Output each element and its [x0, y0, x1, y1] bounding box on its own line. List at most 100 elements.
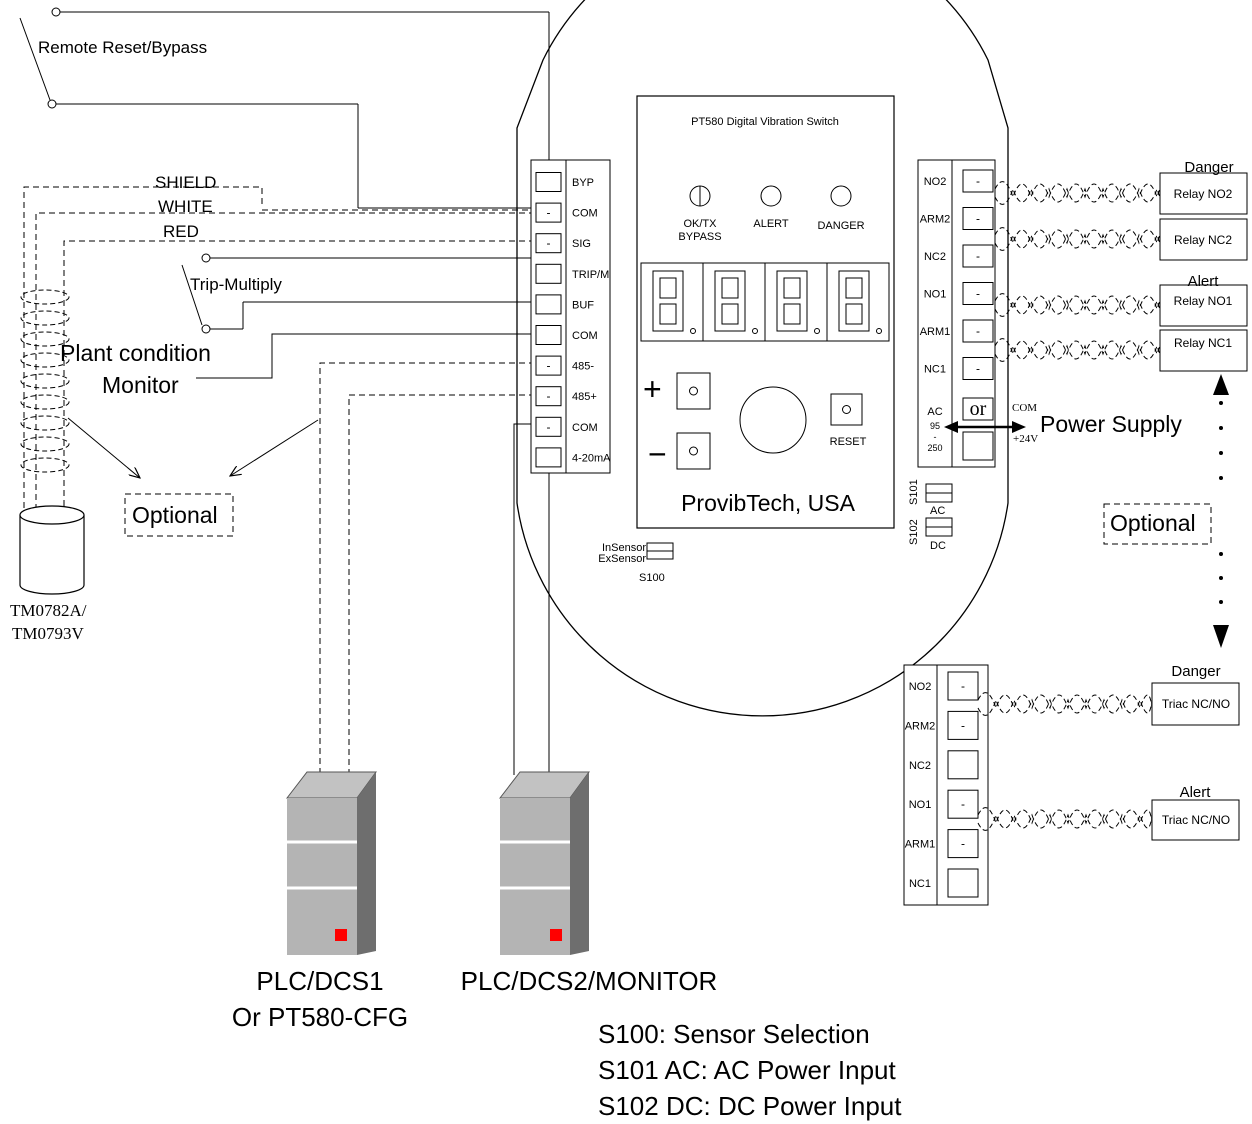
left-terminal-byp-0[interactable] — [535, 172, 562, 192]
plus-sign: + — [643, 371, 662, 407]
digit-outline — [652, 270, 684, 332]
triac-terminal-mark: - — [961, 718, 965, 732]
connector-dot — [1219, 600, 1223, 604]
right-terminal-no2-0[interactable] — [962, 169, 994, 193]
ac-range-bottom: 250 — [927, 443, 942, 453]
optional-right-label: Optional — [1110, 510, 1196, 536]
right-terminal-label: ARM2 — [920, 214, 951, 226]
relay-no2-label: Relay NO2 — [1174, 187, 1233, 201]
digit-hole-top — [721, 277, 739, 299]
decrement-button[interactable] — [676, 432, 711, 470]
digit-2 — [702, 262, 766, 342]
right-terminal-nc2-2[interactable] — [962, 244, 994, 268]
triac-terminal-arm1-4[interactable] — [947, 829, 979, 859]
reset-button-dot — [842, 405, 851, 414]
triac-terminal-mark: - — [961, 797, 965, 811]
relay-no1-cable — [994, 299, 1163, 317]
digit-hole-top — [659, 277, 677, 299]
triac-terminal-arm2-1[interactable] — [947, 710, 979, 740]
left-terminals: BYP-COM-SIGTRIP/MBUFCOM-485--485+-COM4-2… — [535, 172, 611, 468]
connector-dot — [1219, 401, 1223, 405]
triac-terminal-nc2-2[interactable] — [947, 750, 979, 780]
s100-switch[interactable] — [646, 542, 674, 560]
danger-led — [830, 185, 852, 207]
relay-danger-heading: Danger — [1184, 159, 1233, 176]
triac-boxes — [1151, 682, 1240, 841]
left-terminal-sig-2[interactable] — [535, 233, 562, 254]
left-terminal-mark: - — [547, 236, 551, 250]
sensor-cable — [23, 186, 535, 508]
power-terminal-top[interactable] — [962, 397, 994, 421]
reset-button[interactable] — [830, 393, 863, 426]
left-terminal-label: COM — [572, 208, 598, 220]
panel-title: PT580 Digital Vibration Switch — [691, 116, 839, 128]
s101-switch[interactable] — [925, 483, 953, 503]
s102-switch[interactable] — [925, 517, 953, 537]
connector-dot — [1219, 576, 1223, 580]
right-terminal-nc1-5[interactable] — [962, 357, 994, 380]
trip-multiply-wiring — [181, 253, 535, 334]
left-terminal-com-8[interactable] — [535, 416, 562, 437]
triac-terminal-nc1-5[interactable] — [947, 868, 979, 898]
relay-nc1-cable — [994, 344, 1163, 362]
relay-nc1-label: Relay NC1 — [1174, 336, 1232, 350]
left-terminal-buf-4[interactable] — [535, 294, 562, 315]
right-terminal-no1-3[interactable] — [962, 282, 994, 305]
adjust-knob[interactable] — [739, 386, 807, 454]
increment-button[interactable] — [676, 372, 711, 410]
power-terminal-bottom[interactable] — [962, 431, 994, 461]
right-terminal-label: NO2 — [924, 176, 947, 188]
right-terminal-mark: - — [976, 324, 980, 338]
triac-alert-cable — [977, 813, 1153, 831]
left-terminal-label: BYP — [572, 177, 594, 189]
ok-tx-led — [689, 185, 711, 207]
triac-terminal-no2-0[interactable] — [947, 671, 979, 701]
red-label: RED — [163, 222, 199, 241]
alert-led — [760, 185, 782, 207]
left-terminal-com-5[interactable] — [535, 325, 562, 345]
alert-led-label: ALERT — [753, 218, 789, 230]
digit-outline — [838, 270, 870, 332]
relay-nc2-cable — [994, 227, 1163, 245]
left-terminal-label: 485- — [572, 361, 594, 373]
minus-sign: − — [648, 436, 667, 472]
digit-hole-bottom — [659, 303, 677, 325]
left-terminal-com-1[interactable] — [535, 202, 562, 223]
relay-nc1-cable — [994, 338, 1163, 356]
digit-outline — [714, 270, 746, 332]
brand-label: ProvibTech, USA — [681, 490, 856, 516]
note-s100: S100: Sensor Selection — [598, 1019, 870, 1049]
triac-terminal-no1-3[interactable] — [947, 789, 979, 819]
left-terminal-4-20ma-9[interactable] — [535, 447, 562, 468]
connector-dot — [1219, 476, 1223, 480]
plc-dcs2-tower — [498, 771, 590, 955]
s101-label: S101 — [908, 479, 920, 505]
plc-dcs1-tower — [285, 771, 377, 955]
right-terminal-arm2-1[interactable] — [962, 207, 994, 230]
relay-nc1-box — [1159, 329, 1248, 372]
left-terminal-trip-m-3[interactable] — [535, 263, 562, 284]
sensor-icon — [19, 505, 85, 595]
plus24-label: +24V — [1013, 433, 1038, 445]
right-terminal-arm1-4[interactable] — [962, 319, 994, 343]
plant-monitor-wiring — [196, 333, 535, 379]
left-terminal-485-7[interactable] — [535, 386, 562, 407]
left-terminal-485-6[interactable] — [535, 355, 562, 376]
oktx-label: OK/TX — [683, 218, 717, 230]
analog-output-wiring — [513, 423, 550, 775]
digit-4 — [826, 262, 890, 342]
digit-hole-top — [783, 277, 801, 299]
sensor-model-line1: TM0782A/ — [10, 601, 87, 620]
triac-alert-heading: Alert — [1180, 784, 1212, 801]
relay-no1-box — [1159, 284, 1248, 327]
left-terminal-label: COM — [572, 422, 598, 434]
sensor-model-line2: TM0793V — [12, 624, 85, 643]
right-terminal-mark: - — [976, 287, 980, 301]
right-terminal-mark: - — [976, 212, 980, 226]
power-supply-label: Power Supply — [1040, 411, 1182, 437]
triac-terminal-label: NO1 — [909, 799, 932, 811]
plant-monitor-line1: Plant condition — [60, 340, 211, 366]
left-terminal-mark: - — [547, 389, 551, 403]
relay-nc2-box — [1159, 218, 1248, 261]
digit-outline — [776, 270, 808, 332]
